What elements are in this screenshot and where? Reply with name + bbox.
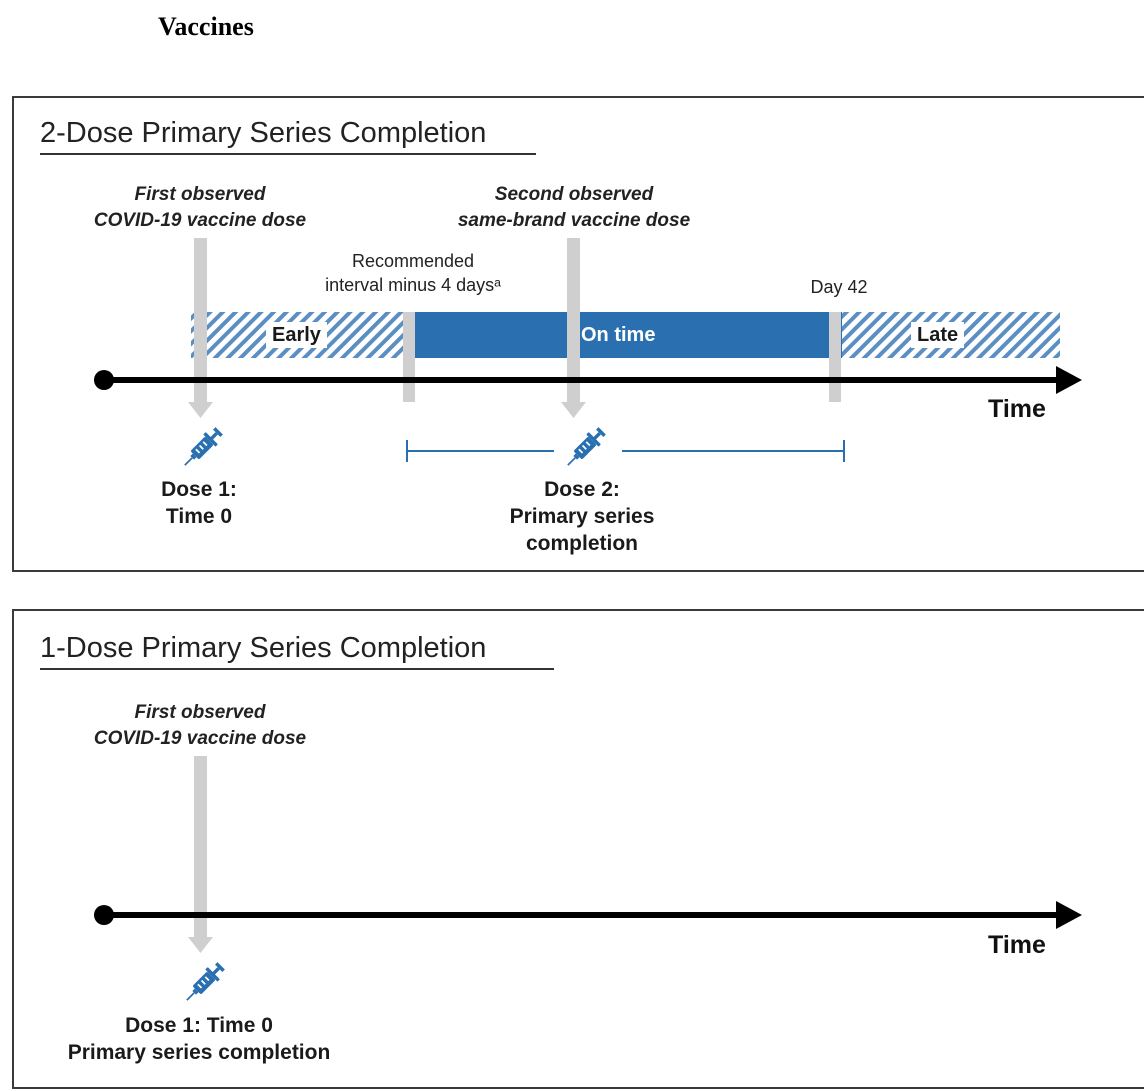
syringe-icon bbox=[179, 958, 229, 1008]
second-observed-subtext: same-brand vaccine dose bbox=[457, 210, 691, 231]
first-observed-subtext: COVID-19 vaccine dose bbox=[93, 728, 307, 749]
dose1-text: Dose 1: bbox=[161, 478, 237, 501]
recommended-interval-marker bbox=[403, 312, 415, 402]
arrow-right-icon bbox=[1056, 901, 1082, 929]
time-axis-label: Time bbox=[988, 395, 1046, 423]
dose1-marker bbox=[188, 756, 213, 953]
dose1-marker bbox=[188, 238, 213, 418]
second-observed-label: Second observed same-brand vaccine dose bbox=[446, 182, 702, 234]
second-observed-text: Second observed bbox=[494, 184, 654, 205]
on-time-label: On time bbox=[581, 324, 656, 346]
one-dose-panel: 1-Dose Primary Series Completion First o… bbox=[12, 609, 1144, 1089]
page-heading: Vaccines bbox=[158, 12, 254, 41]
on-time-zone bbox=[409, 312, 842, 358]
time-axis-label: Time bbox=[988, 931, 1046, 959]
first-observed-text: First observed bbox=[134, 702, 266, 723]
first-observed-label: First observed COVID-19 vaccine dose bbox=[84, 182, 316, 234]
panel-title: 1-Dose Primary Series Completion bbox=[40, 631, 554, 670]
late-label: Late bbox=[911, 322, 965, 348]
syringe-icon bbox=[177, 423, 227, 473]
dose1-label: Dose 1: Time 0 Primary series completion bbox=[54, 1012, 344, 1066]
first-observed-subtext: COVID-19 vaccine dose bbox=[93, 210, 307, 231]
first-observed-label: First observed COVID-19 vaccine dose bbox=[84, 700, 316, 752]
recommended-subtext: interval minus 4 daysᵃ bbox=[325, 275, 501, 295]
axis-origin-dot bbox=[94, 905, 114, 925]
syringe-icon bbox=[560, 423, 610, 473]
dose2-subtext: Primary series bbox=[509, 505, 655, 528]
dose1-text: Dose 1: Time 0 bbox=[125, 1014, 273, 1037]
axis-origin-dot bbox=[94, 370, 114, 390]
dose1-subtext: Time 0 bbox=[165, 505, 233, 528]
day42-label: Day 42 bbox=[810, 277, 868, 297]
arrow-right-icon bbox=[1056, 366, 1082, 394]
first-observed-text: First observed bbox=[134, 184, 266, 205]
one-dose-timeline-diagram bbox=[94, 756, 1082, 1008]
arrow-down-icon bbox=[188, 937, 213, 953]
dose2-marker bbox=[561, 238, 586, 418]
recommended-interval-label: Recommended interval minus 4 daysᵃ bbox=[308, 249, 518, 297]
dose2-subtext-2: completion bbox=[525, 532, 638, 555]
arrow-down-icon bbox=[188, 402, 213, 418]
panel-title: 2-Dose Primary Series Completion bbox=[40, 116, 536, 155]
recommended-text: Recommended bbox=[351, 251, 475, 271]
arrow-down-icon bbox=[561, 402, 586, 418]
dose2-text: Dose 2: bbox=[544, 478, 620, 501]
dose1-subtext: Primary series completion bbox=[67, 1041, 331, 1064]
two-dose-timeline-diagram bbox=[94, 238, 1082, 473]
dose1-label: Dose 1: Time 0 bbox=[124, 476, 274, 530]
day42-marker bbox=[829, 312, 841, 402]
dose2-label: Dose 2: Primary series completion bbox=[482, 476, 682, 557]
early-label: Early bbox=[266, 322, 327, 348]
dose2-window-bracket bbox=[406, 440, 845, 462]
two-dose-panel: 2-Dose Primary Series Completion bbox=[12, 96, 1144, 572]
